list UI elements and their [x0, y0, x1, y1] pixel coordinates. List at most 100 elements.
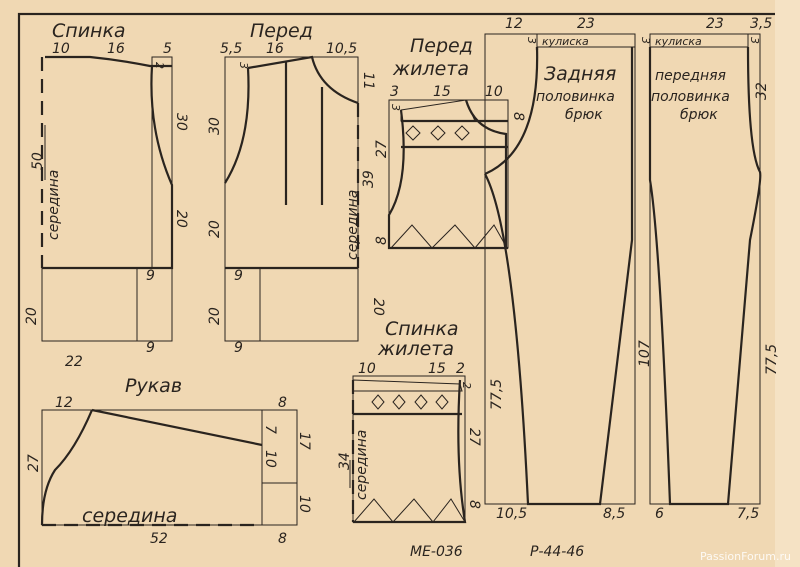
dim-label: 3 — [639, 37, 652, 44]
sleeve-title: Рукав — [125, 375, 182, 397]
dim-label: 30 — [173, 113, 189, 131]
dim-label: 9 — [146, 268, 155, 284]
sleeve-pattern: Рукав 12 8 7 17 10 27 10 середина 52 8 — [26, 375, 312, 547]
page-edge — [775, 0, 800, 567]
dim-label: 2 — [153, 62, 166, 69]
dim-label: 3 — [748, 37, 761, 44]
trousers-front-title: передняя — [655, 68, 726, 84]
triangle-motif — [352, 498, 466, 523]
trousers-back-title: половинка — [536, 89, 615, 105]
dim-label: 7 — [262, 425, 278, 434]
dim-label: 15 — [428, 361, 446, 377]
dim-label: 50 — [30, 152, 46, 170]
trousers-front-title: брюк — [680, 107, 718, 123]
back-title: Спинка — [52, 20, 126, 42]
size-label: Р-44-46 — [530, 544, 584, 560]
dim-label: 3 — [237, 62, 250, 69]
vest-front-pattern: Перед жилета 3 15 10 3 27 8 8 — [374, 35, 526, 250]
dim-label: 27 — [466, 428, 482, 446]
center-label: середина — [82, 505, 177, 527]
dim-label: 77,5 — [764, 344, 780, 375]
dim-label: 5,5 — [220, 41, 242, 57]
dim-label: 7,5 — [737, 506, 759, 522]
dim-label: 107 — [637, 340, 653, 367]
dim-label: 8 — [278, 531, 287, 547]
dim-label: 16 — [107, 41, 125, 57]
vest-front-title: жилета — [392, 58, 469, 80]
drawstring-casing — [536, 33, 636, 48]
dim-label: 3 — [389, 104, 402, 111]
dim-label: 8 — [466, 500, 482, 509]
dim-label: 10 — [485, 84, 503, 100]
vest-back-title: жилета — [377, 338, 454, 360]
dim-label: 6 — [655, 506, 664, 522]
dim-label: 22 — [65, 354, 83, 370]
dim-label: 15 — [433, 84, 451, 100]
dim-label: 10 — [52, 41, 70, 57]
drawstring-label: кулиска — [655, 35, 702, 48]
vest-back-title: Спинка — [385, 318, 459, 340]
trousers-back-title: брюк — [565, 107, 603, 123]
dim-label: 20 — [24, 307, 40, 325]
dim-label: 52 — [150, 531, 168, 547]
trousers-back-pattern: 12 23 кулиска 3 Задняя половинка брюк 10… — [484, 16, 653, 522]
dim-label: 20 — [207, 220, 223, 238]
dim-label: 27 — [374, 140, 390, 158]
vest-front-title: Перед — [410, 35, 473, 57]
dim-label: 8 — [374, 236, 390, 245]
dim-label: 3 — [390, 84, 399, 100]
dim-label: 27 — [26, 454, 42, 472]
back-ribbing — [41, 267, 138, 342]
drawstring-casing — [649, 33, 749, 48]
center-label: середина — [46, 170, 62, 240]
dim-label: 16 — [266, 41, 284, 57]
dim-label: 20 — [370, 298, 386, 316]
dim-label: 3,5 — [750, 16, 772, 32]
dim-label: 5 — [163, 41, 172, 57]
dim-label: 23 — [706, 16, 724, 32]
dim-label: 9 — [234, 340, 243, 356]
dim-label: 10,5 — [326, 41, 357, 57]
back-pattern: Спинка 10 16 5 2 30 20 50 середина 9 9 2… — [24, 20, 189, 370]
dim-label: 8 — [278, 395, 287, 411]
center-label: середина — [345, 190, 361, 260]
dim-label: 10 — [358, 361, 376, 377]
diamond-motif — [371, 394, 449, 410]
trousers-back-title: Задняя — [544, 63, 616, 85]
dim-label: 12 — [505, 16, 523, 32]
dim-label: 34 — [337, 452, 353, 470]
dim-label: 20 — [173, 210, 189, 228]
drawstring-label: кулиска — [542, 35, 589, 48]
dim-label: 10 — [296, 495, 312, 513]
watermark: PassionForum.ru — [700, 550, 791, 563]
dim-label: 30 — [207, 117, 223, 135]
dim-label: 11 — [360, 72, 376, 90]
front-pattern: Перед 5,5 16 10,5 3 11 30 20 середина 39… — [207, 20, 386, 356]
dim-label: 23 — [577, 16, 595, 32]
trousers-front-pattern: 23 3,5 кулиска 3 3 передняя половинка бр… — [639, 16, 780, 522]
dim-label: 2 — [456, 361, 465, 377]
dim-label: 10,5 — [496, 506, 527, 522]
dim-label: 8,5 — [603, 506, 625, 522]
dim-label: 77,5 — [489, 379, 505, 410]
dim-label: 9 — [146, 340, 155, 356]
triangle-motif — [389, 224, 508, 249]
dim-label: 17 — [296, 432, 312, 450]
pattern-code: МЕ-036 — [410, 544, 463, 560]
dim-label: 3 — [525, 37, 538, 44]
sleeve-cuff — [261, 482, 298, 526]
diamond-motif — [405, 125, 470, 141]
dim-label: 2 — [460, 382, 473, 389]
dim-label: 39 — [361, 170, 377, 188]
center-label: середина — [354, 430, 370, 500]
dim-label: 10 — [262, 450, 278, 468]
dim-label: 8 — [510, 112, 526, 121]
front-title: Перед — [250, 20, 313, 42]
dim-label: 9 — [234, 268, 243, 284]
dim-label: 20 — [207, 307, 223, 325]
trousers-front-title: половинка — [651, 89, 730, 105]
vest-back-pattern: Спинка жилета 10 15 2 2 34 середина 27 8 — [337, 318, 482, 524]
dim-label: 32 — [754, 82, 770, 100]
